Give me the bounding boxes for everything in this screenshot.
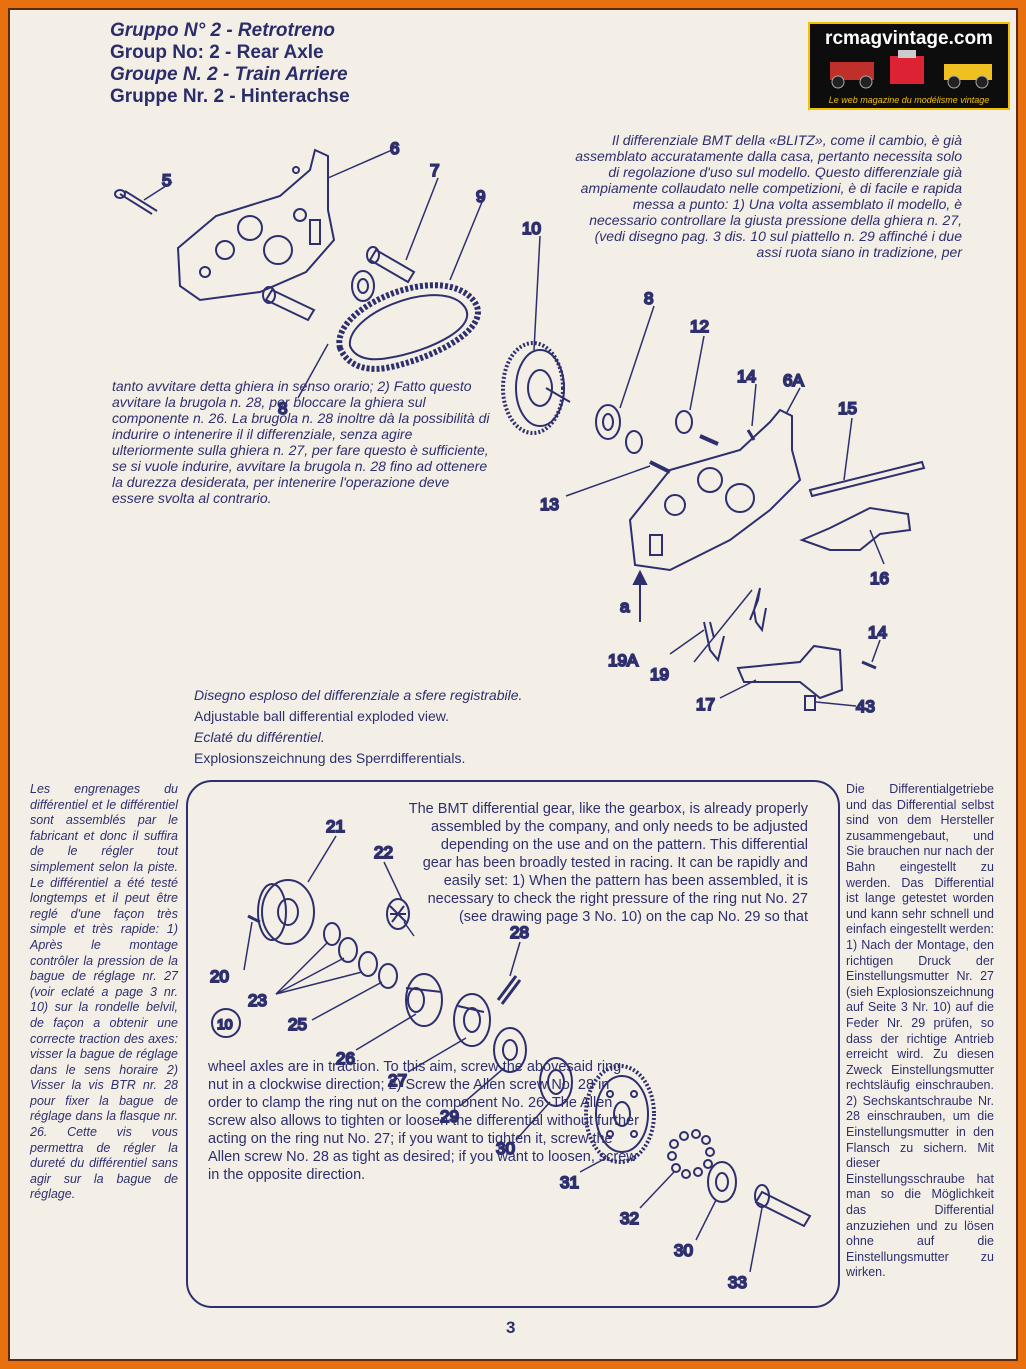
header-german: Gruppe Nr. 2 - Hinterachse <box>110 86 350 107</box>
label-33: 33 <box>728 1273 747 1292</box>
italian-instructions-top: Il differenziale BMT della «BLITZ», come… <box>575 132 962 260</box>
thrust-bearing-22 <box>386 898 410 930</box>
pin-8-left <box>262 286 316 322</box>
header-french: Groupe N. 2 - Train Arriere <box>110 64 348 85</box>
caption-english: Adjustable ball differential exploded vi… <box>194 708 450 724</box>
bearing-8-right <box>595 404 621 440</box>
header-english: Group No: 2 - Rear Axle <box>110 42 324 63</box>
brake-bracket-16 <box>799 506 912 551</box>
label-a: a <box>620 597 630 616</box>
diff-pulley-31 <box>584 1064 656 1164</box>
english-instructions-top: The BMT differential gear, like the gear… <box>408 801 808 925</box>
grub-screw-43 <box>804 695 816 711</box>
washer-23a <box>323 922 341 946</box>
site-logo: rcmagvintage.com Le web magazine du modé… <box>808 22 1010 110</box>
label-5: 5 <box>162 171 171 190</box>
caption-italian: Disegno esploso del differenziale a sfer… <box>194 687 523 703</box>
allen-screw-28 <box>496 975 522 1005</box>
caption-french: Eclaté du différentiel. <box>194 729 325 745</box>
pin-7 <box>366 246 416 284</box>
label-10: 10 <box>522 219 541 238</box>
logo-tagline: Le web magazine du modélisme vintage <box>828 95 990 105</box>
spring-19 <box>703 587 767 663</box>
label-29: 29 <box>440 1107 459 1126</box>
label-7: 7 <box>430 161 439 180</box>
ring-nut-27 <box>453 993 491 1047</box>
manual-page: Gruppo N° 2 - Retrotreno Group No: 2 - R… <box>8 8 1018 1361</box>
english-instructions-bottom: wheel axles are in traction. To this aim… <box>208 1059 639 1183</box>
label-14-bottom: 14 <box>868 623 887 642</box>
label-22: 22 <box>374 843 393 862</box>
label-23: 23 <box>248 991 267 1010</box>
label-12: 12 <box>690 317 709 336</box>
label-21: 21 <box>326 817 345 836</box>
drawing-number-circle <box>211 1008 241 1038</box>
diff-hub-26 <box>405 973 443 1027</box>
bearing-left <box>351 270 375 302</box>
group-header: Gruppo N° 2 - Retrotreno Group No: 2 - R… <box>110 20 350 108</box>
label-14-top: 14 <box>737 367 756 386</box>
diff-plate-21 <box>257 879 315 945</box>
label-8-left: 8 <box>278 399 287 418</box>
logo-cars-image <box>830 50 992 89</box>
rear-axle-exploded-drawing: 5 6 7 9 10 8 8 12 14 6A 15 13 16 a 19A 1… <box>114 138 926 717</box>
differential-pulley-10 <box>501 341 571 435</box>
washer-23c <box>358 951 378 977</box>
caption-german: Explosionszeichnung des Sperrdifferentia… <box>194 750 466 766</box>
differential-exploded-drawing: 21 22 28 20 23 25 26 27 29 30 31 32 30 3… <box>209 816 812 1293</box>
logo-title: rcmagvintage.com <box>825 28 993 49</box>
drawing-number: 10 <box>217 1016 233 1032</box>
screw-5 <box>114 189 158 215</box>
label-13: 13 <box>540 495 559 514</box>
bushing-25 <box>378 963 398 989</box>
label-31: 31 <box>560 1173 579 1192</box>
differential-detail-box <box>186 780 840 1308</box>
drawing-captions: Disegno esploso del differenziale a sfer… <box>194 685 522 769</box>
diff-balls-32 <box>667 1129 715 1179</box>
label-25: 25 <box>288 1015 307 1034</box>
label-6: 6 <box>390 139 399 158</box>
washer-30a <box>539 1057 573 1107</box>
label-20: 20 <box>210 967 229 986</box>
label-16: 16 <box>870 569 889 588</box>
label-8-right: 8 <box>644 289 653 308</box>
label-43: 43 <box>856 697 875 716</box>
label-19a: 19A <box>608 651 639 670</box>
rod-15 <box>808 460 926 498</box>
page-number: 3 <box>506 1318 516 1337</box>
label-15: 15 <box>838 399 857 418</box>
label-32: 32 <box>620 1209 639 1228</box>
lever-17 <box>736 644 844 700</box>
label-26: 26 <box>336 1049 355 1068</box>
belleville-29 <box>493 1027 527 1073</box>
right-housing-6a <box>628 408 802 572</box>
washer-23b <box>338 937 358 963</box>
label-27: 27 <box>388 1071 407 1090</box>
washer-30b <box>707 1161 737 1203</box>
toothed-belt-9 <box>336 282 481 372</box>
label-28: 28 <box>510 923 529 942</box>
bushing-12a <box>625 430 643 454</box>
label-6a: 6A <box>783 371 804 390</box>
label-30-right: 30 <box>674 1241 693 1260</box>
label-17: 17 <box>696 695 715 714</box>
label-19: 19 <box>650 665 669 684</box>
label-30-left: 30 <box>496 1139 515 1158</box>
left-housing <box>176 148 336 302</box>
screw-13 <box>649 460 671 474</box>
italian-instructions-left: tanto avvitare detta ghiera in senso ora… <box>112 378 490 506</box>
label-9: 9 <box>476 187 485 206</box>
axle-33 <box>754 1184 812 1228</box>
french-instructions: Les engrenages du différentiel et le dif… <box>30 782 178 1202</box>
header-italian: Gruppo N° 2 - Retrotreno <box>110 20 336 41</box>
bushing-12b <box>675 410 693 434</box>
german-instructions: Die Differentialgetriebe und das Differe… <box>846 782 995 1280</box>
